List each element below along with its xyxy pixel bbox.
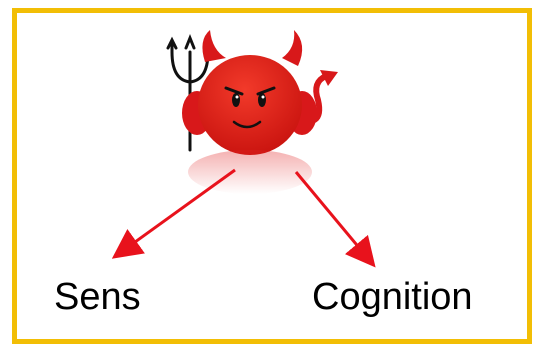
arrow-to-cognition xyxy=(296,172,366,256)
left-eye-icon xyxy=(232,93,240,107)
arrow-to-sens xyxy=(124,170,235,250)
devil-reflection xyxy=(188,150,312,194)
red-devil-icon xyxy=(168,30,338,194)
label-cognition: Cognition xyxy=(312,278,473,316)
label-sens: Sens xyxy=(54,278,141,316)
devil-head xyxy=(198,55,302,155)
right-horn-icon xyxy=(282,30,302,66)
right-eye-icon xyxy=(258,93,266,107)
left-horn-icon xyxy=(202,30,226,62)
